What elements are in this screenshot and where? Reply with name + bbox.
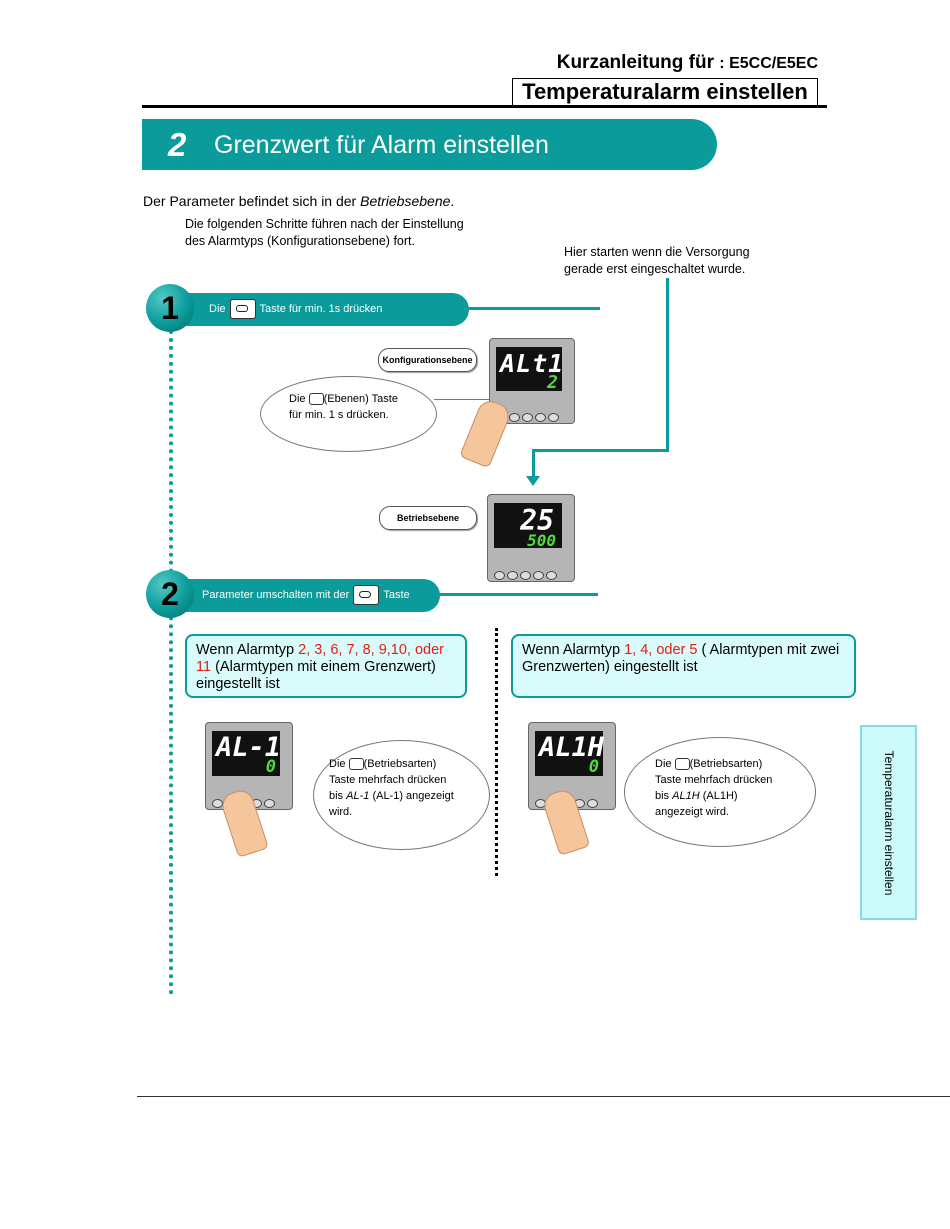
step1-circle: 1 — [146, 284, 194, 332]
start-note-line2: gerade erst eingeschaltet wurde. — [564, 262, 746, 276]
operation-level-pill: Betriebsebene — [379, 506, 477, 530]
down-arrow-head-icon — [526, 476, 540, 486]
condition-box-single-limit: Wenn Alarmtyp 2, 3, 6, 7, 8, 9,10, oder … — [185, 634, 467, 698]
start-arrow-vertical — [666, 278, 669, 452]
intro-italic: Betriebsebene — [360, 193, 451, 209]
device4-sv-display: 0 — [588, 757, 599, 777]
device2-pv-display: 25 — [520, 504, 554, 537]
bubble-right: Die (Betriebsarten) Taste mehrfach drück… — [624, 737, 816, 847]
level-key-small-icon — [308, 393, 324, 406]
cond-left-pre: Wenn Alarmtyp — [196, 642, 299, 658]
bubble-left-l1-pre: Die — [329, 758, 346, 770]
step2-line — [430, 593, 598, 596]
bubble-right-l1-post: (Betriebsarten) — [689, 758, 763, 770]
level-key-icon — [229, 299, 256, 319]
header-rule — [142, 105, 827, 108]
intro-subtext: Die folgenden Schritte führen nach der E… — [185, 216, 505, 250]
device4-screen: AL1H 0 — [535, 731, 605, 777]
intro-prefix: Der Parameter befindet sich in der — [143, 193, 361, 209]
column-divider — [495, 628, 498, 876]
step1-bubble-pre: Die — [289, 393, 306, 405]
config-level-pill: Konfigurationsebene — [378, 348, 477, 372]
cond-right-post: ( Alarmtypen mit zwei Grenzwerten) einge… — [522, 642, 840, 675]
device3-pv-display: AL-1 — [216, 732, 282, 763]
device2-keys — [494, 567, 568, 580]
intro-text: Der Parameter befindet sich in der Betri… — [143, 193, 454, 209]
device3-screen: AL-1 0 — [212, 731, 282, 777]
step2-circle: 2 — [146, 570, 194, 618]
start-note: Hier starten wenn die Versorgung gerade … — [564, 244, 794, 278]
side-tab[interactable]: Temperaturalarm einstellen — [860, 725, 917, 920]
device4-pv-display: AL1H — [539, 732, 605, 763]
mode-key-icon — [353, 585, 380, 605]
step1-line — [460, 307, 600, 310]
intro-suffix: . — [450, 193, 455, 209]
step1-bar: Die Taste für min. 1s drücken — [170, 293, 469, 326]
step2-text-before: Parameter umschalten mit der — [202, 588, 350, 601]
device2-sv-display: 500 — [527, 531, 556, 550]
cond-right-pre: Wenn Alarmtyp — [522, 642, 625, 658]
bubble-left-l3-seg: AL-1 — [346, 790, 370, 802]
device3-sv-display: 0 — [265, 757, 276, 777]
start-note-line1: Hier starten wenn die Versorgung — [564, 245, 750, 259]
bubble-right-l3-post: (AL1H) — [702, 790, 738, 802]
device1-pv-display: ALt1 — [500, 349, 565, 378]
bubble-pointer-1 — [434, 399, 492, 400]
controller-device-operation: 25 500 — [487, 494, 575, 582]
down-arrow-shaft — [532, 449, 535, 477]
bubble-right-l3-seg: AL1H — [672, 790, 700, 802]
device1-sv-display: 2 — [547, 372, 558, 393]
document-subtitle: Temperaturalarm einstellen — [512, 78, 818, 106]
cond-left-red: 2, 3, 6, 7, 8, 9,10, oder 11 — [196, 642, 444, 675]
mode-key-small-icon-right — [674, 758, 690, 771]
device2-screen: 25 500 — [494, 503, 562, 550]
bubble-left-l2: Taste mehrfach drücken — [329, 774, 447, 786]
bubble-left-l3-post: (AL-1) angezeigt — [372, 790, 454, 802]
bubble-left-l1-post: (Betriebsarten) — [363, 758, 437, 770]
intro-sub-line1: Die folgenden Schritte führen nach der E… — [185, 217, 464, 231]
footer-rule — [137, 1096, 950, 1097]
section-title: Grenzwert für Alarm einstellen — [214, 131, 549, 159]
bubble-right-l4: angezeigt wird. — [655, 806, 729, 818]
step-dotted-line — [169, 330, 173, 995]
intro-sub-line2: des Alarmtyps (Konfigurationsebene) fort… — [185, 234, 415, 248]
step1-bubble-line2: für min. 1 s drücken. — [289, 409, 389, 421]
finger-icon — [459, 397, 513, 469]
bubble-right-l2: Taste mehrfach drücken — [655, 774, 773, 786]
step1-text-after: Taste für min. 1s drücken — [259, 302, 383, 315]
step1-bubble: Die (Ebenen) Taste für min. 1 s drücken. — [260, 376, 437, 452]
step2-bar: Parameter umschalten mit der Taste — [170, 579, 440, 612]
controller-device-config: ALt1 2 — [489, 338, 575, 424]
step1-text-before: Die — [209, 302, 226, 315]
step2-text-after: Taste — [383, 588, 410, 601]
bubble-right-l3-pre: bis — [655, 790, 670, 802]
device-screen: ALt1 2 — [496, 347, 565, 393]
bubble-left: Die (Betriebsarten) Taste mehrfach drück… — [313, 740, 490, 850]
cond-left-post: (Alarmtypen mit einem Grenzwert) eingest… — [196, 659, 436, 692]
bubble-right-l1-pre: Die — [655, 758, 672, 770]
document-title: Kurzanleitung für : E5CC/E5EC — [557, 52, 818, 74]
document-title-main: Kurzanleitung für — [556, 52, 715, 73]
side-tab-label: Temperaturalarm einstellen — [881, 750, 896, 895]
mode-key-small-icon — [348, 758, 364, 771]
bubble-left-l3-pre: bis — [329, 790, 344, 802]
bubble-left-l4: wird. — [329, 806, 353, 818]
start-arrow-horizontal — [532, 449, 669, 452]
section-number: 2 — [168, 126, 187, 163]
document-title-model: : E5CC/E5EC — [719, 55, 818, 72]
condition-box-two-limits: Wenn Alarmtyp 1, 4, oder 5 ( Alarmtypen … — [511, 634, 856, 698]
section-banner: 2 Grenzwert für Alarm einstellen — [142, 119, 717, 170]
cond-right-red: 1, 4, oder 5 — [624, 642, 698, 658]
step1-bubble-post: (Ebenen) Taste — [323, 393, 398, 405]
